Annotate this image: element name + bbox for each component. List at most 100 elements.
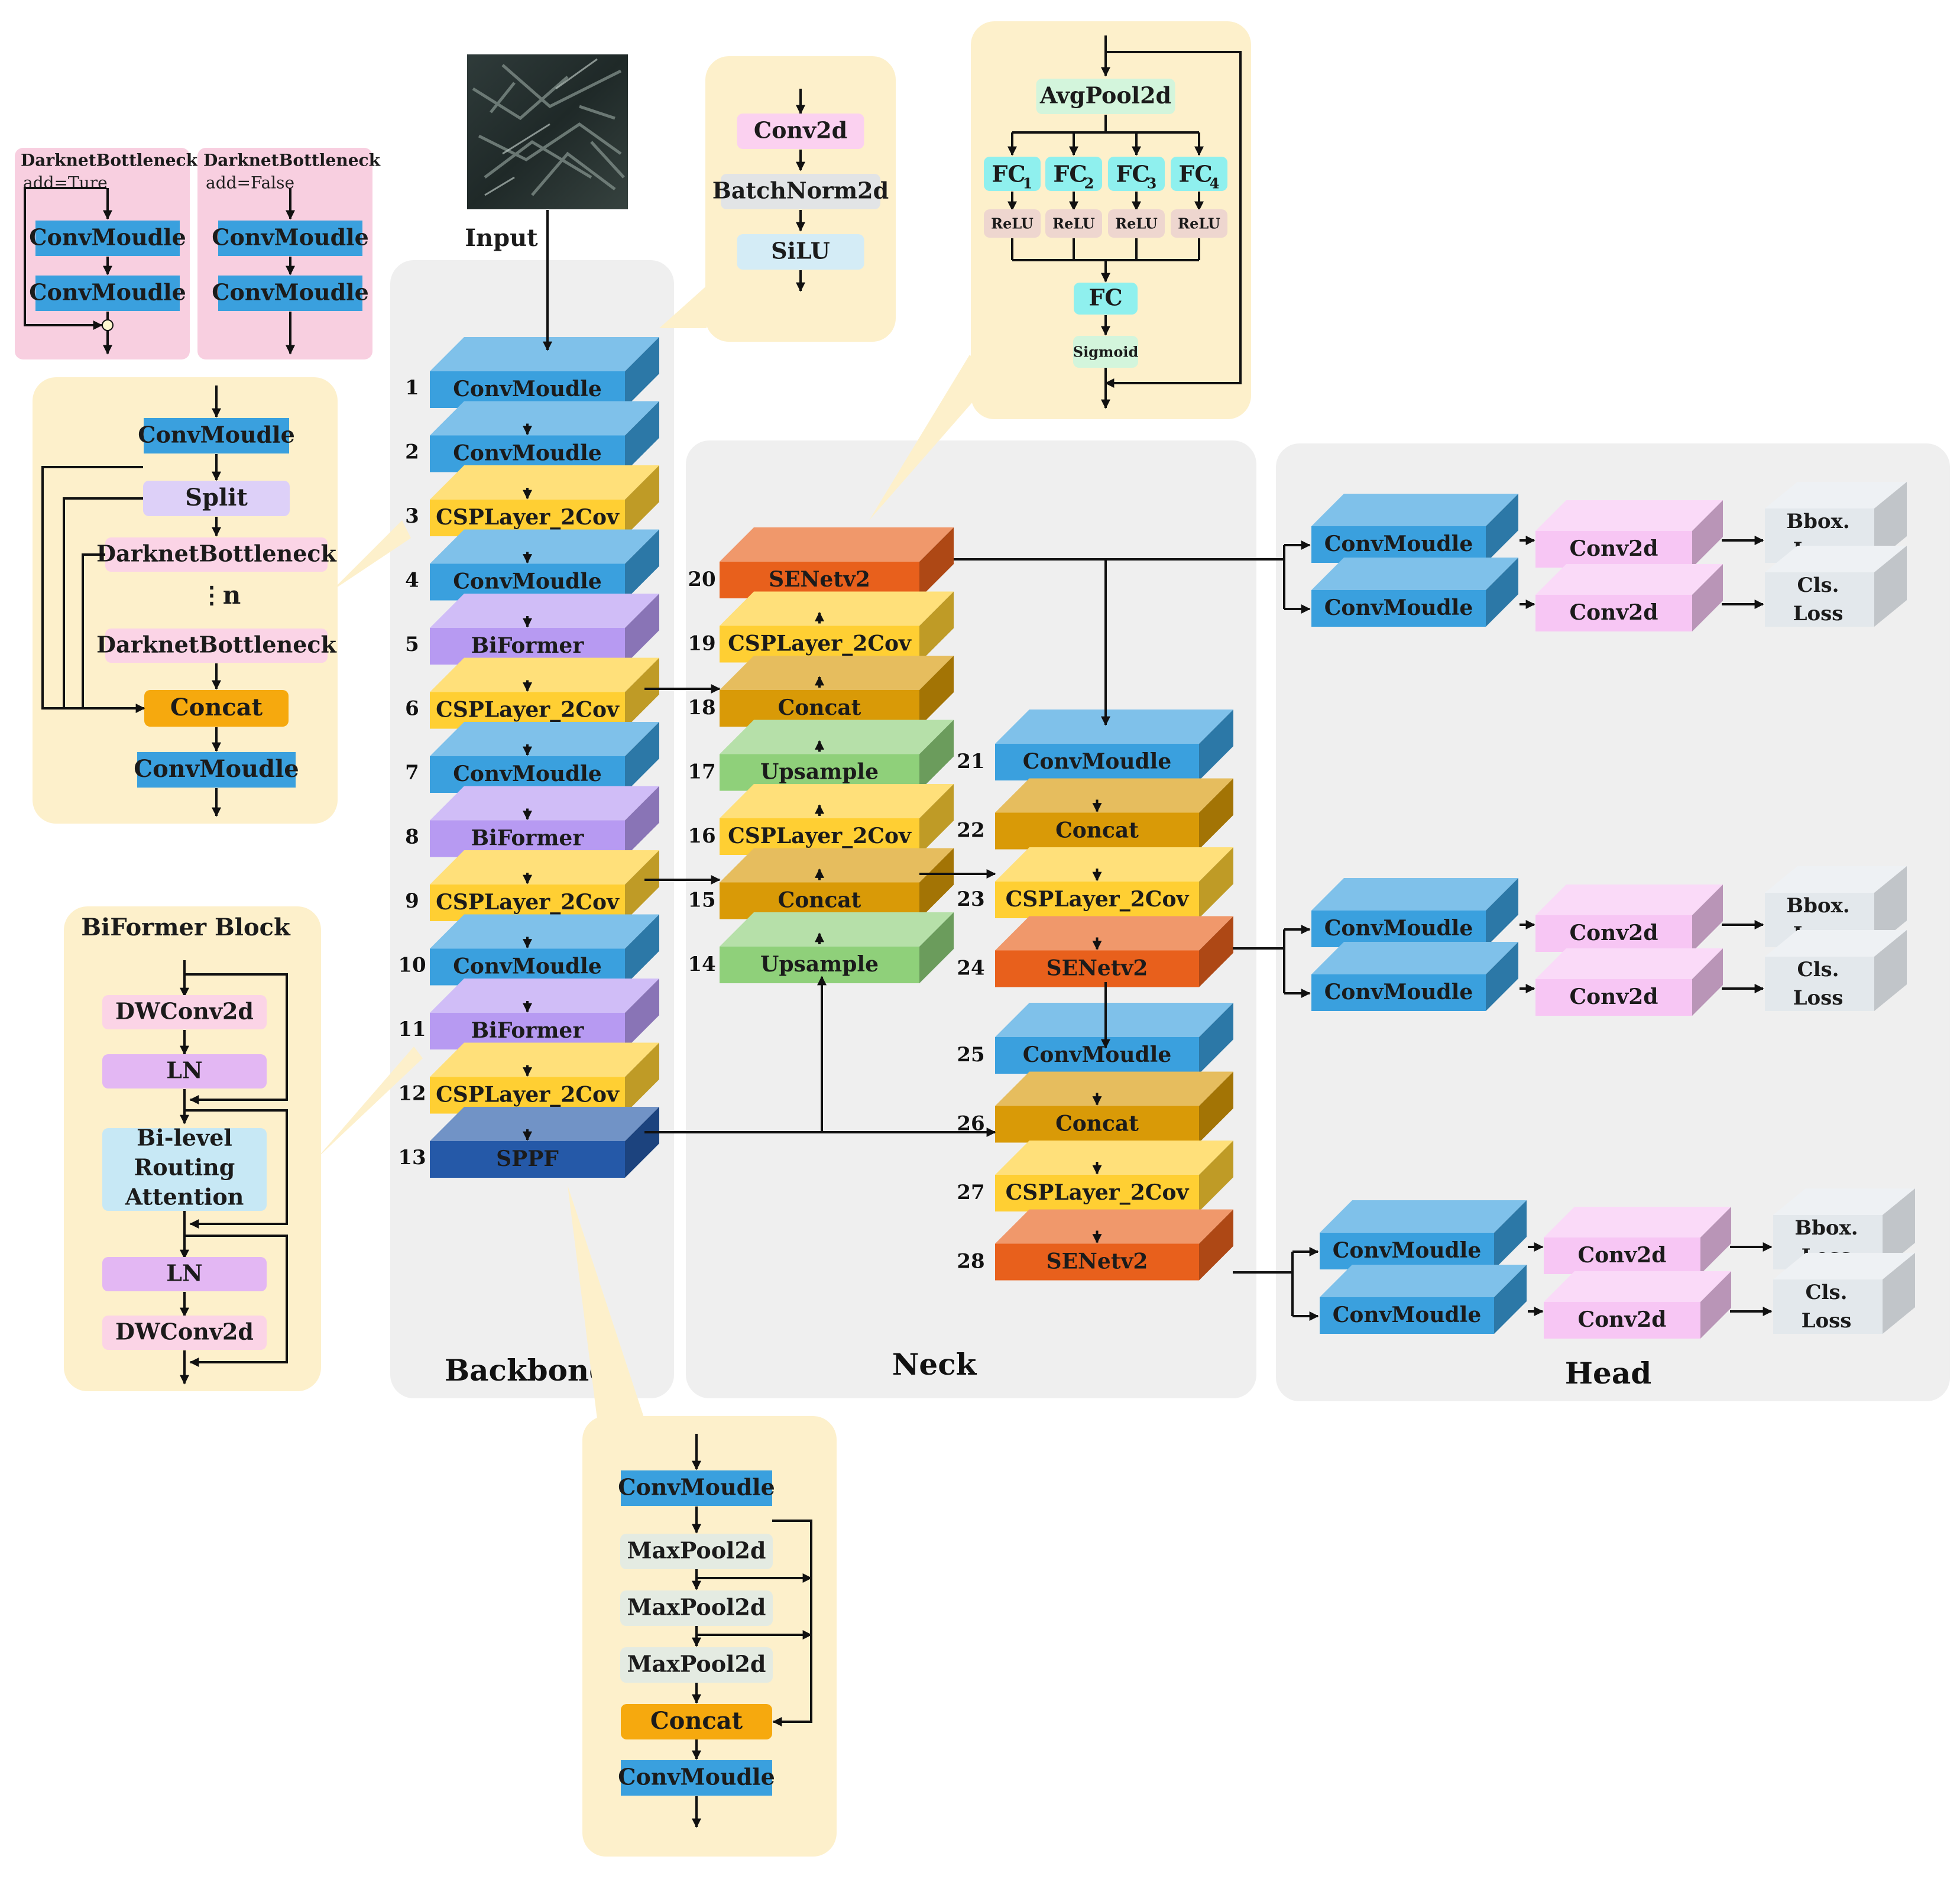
backbone-block-9: CSPLayer_2Cov: [430, 850, 659, 921]
neck-num-15: 15: [688, 889, 715, 912]
csp-ellipsis: ⋮: [200, 581, 223, 609]
biformer-attention-l1: Bi-level: [137, 1125, 232, 1151]
head-loss-1-bbox-line1: Bbox.: [1786, 510, 1849, 533]
senet-fc-3-label: FC: [1116, 161, 1149, 187]
head-loss-1-cls-line2: Loss: [1793, 602, 1844, 626]
backbone-num-11: 11: [398, 1018, 426, 1041]
biformer-ln-2-label: LN: [166, 1260, 202, 1287]
neck-num-14: 14: [688, 953, 715, 976]
head-loss-3-bbox-line1: Bbox.: [1794, 1216, 1858, 1240]
neck-right-block-22: Concat: [995, 778, 1233, 850]
senet-skip: [1104, 51, 1242, 388]
head-conv2d-1-cls-label: Conv2d: [1570, 600, 1658, 625]
csp-skip-a: [41, 466, 145, 713]
biformer-dwconv-2: DWConv2d: [102, 1316, 267, 1350]
backbone-block-7: ConvMoudle: [430, 722, 659, 793]
backbone-block-6: CSPLayer_2Cov: [430, 657, 659, 729]
darknet-false-title: DarknetBottleneck: [203, 151, 381, 170]
biformer-attention: [102, 1128, 267, 1211]
senet-fc-2: FC2: [1045, 157, 1102, 192]
senet-fc-final: FC: [1074, 283, 1138, 315]
conv-detail-box-1-label: BatchNorm2d: [712, 177, 889, 204]
neck-right-block-27-label: CSPLayer_2Cov: [1006, 1180, 1190, 1205]
darknet-false-conv1-label: ConvMoudle: [212, 224, 369, 251]
csp-bottleneck-1-label: DarknetBottleneck: [96, 540, 336, 567]
neck-block-17-label: Upsample: [760, 760, 879, 785]
backbone-block-13: SPPF: [430, 1107, 659, 1178]
neck-right-block-27: CSPLayer_2Cov: [995, 1141, 1233, 1211]
senet-fc-1: FC1: [984, 157, 1041, 192]
head-conv2d-3-bbox: Conv2d: [1544, 1207, 1731, 1274]
sppf-detail-panel: [582, 1416, 837, 1857]
backbone-block-8: BiFormer: [430, 786, 659, 857]
head-loss-2-cls-line1: Cls.: [1797, 958, 1839, 981]
biformer-dwconv-2-label: DWConv2d: [115, 1318, 254, 1345]
head-loss-2-cls: Cls. Loss: [1765, 930, 1907, 1011]
neck-block-18: Concat: [720, 656, 954, 727]
head-conv-2-bbox-label: ConvMoudle: [1324, 916, 1473, 941]
neck-right-num-28: 28: [957, 1250, 984, 1274]
neck-right-block-25-label: ConvMoudle: [1023, 1042, 1172, 1067]
senet-relu-4: ReLU: [1171, 209, 1227, 238]
neck-right-block-23: CSPLayer_2Cov: [995, 847, 1233, 918]
sppf-conv1: ConvMoudle: [618, 1470, 775, 1506]
darknet-true-conv1-label: ConvMoudle: [29, 224, 186, 251]
sppf-conv2-label: ConvMoudle: [618, 1764, 775, 1790]
senet-fc-3-sub: 3: [1147, 175, 1157, 192]
bf-skip-3: [184, 1235, 288, 1367]
senet-avgpool: AvgPool2d: [1036, 79, 1175, 114]
biformer-title: BiFormer Block: [81, 913, 291, 941]
csp-conv1-label: ConvMoudle: [138, 422, 295, 448]
head-conv-1-bbox-label: ConvMoudle: [1324, 532, 1473, 556]
neck-right-block-28-label: SENetv2: [1047, 1249, 1148, 1274]
head-conv2d-3-cls-label: Conv2d: [1578, 1307, 1667, 1332]
neck-num-19: 19: [688, 632, 715, 656]
head-label: Head: [1565, 1356, 1651, 1391]
neck-block-14-label: Upsample: [760, 952, 879, 977]
neck-right-block-24: SENetv2: [995, 916, 1233, 987]
csp-bottleneck-2: DarknetBottleneck: [96, 629, 337, 663]
backbone-block-4: ConvMoudle: [430, 529, 659, 601]
head-conv2d-2-cls-label: Conv2d: [1570, 984, 1658, 1009]
head-conv-1-cls-label: ConvMoudle: [1324, 595, 1473, 620]
senet-fc-2-label: FC: [1053, 161, 1087, 187]
sppf-concat: Concat: [621, 1704, 772, 1739]
csp-bottleneck-2-label: DarknetBottleneck: [96, 631, 336, 658]
backbone-block-7-label: ConvMoudle: [453, 762, 602, 786]
head-conv-3-cls: ConvMoudle: [1320, 1265, 1527, 1334]
head-loss-1-cls-line1: Cls.: [1797, 574, 1839, 597]
senet-sigmoid-label: Sigmoid: [1073, 344, 1139, 361]
neck-block-15-label: Concat: [778, 888, 861, 913]
darknet-true-add: [102, 319, 114, 331]
darknet-true-skip: [24, 187, 106, 330]
neck-right-num-22: 22: [957, 819, 984, 843]
head-conv-3-bbox-label: ConvMoudle: [1333, 1238, 1482, 1263]
senet-fc-2-sub: 2: [1084, 175, 1094, 192]
neck-num-17: 17: [688, 760, 715, 784]
backbone-block-10: ConvMoudle: [430, 914, 659, 986]
neck-block-19-label: CSPLayer_2Cov: [728, 631, 912, 656]
biformer-ln-1-label: LN: [166, 1057, 202, 1084]
backbone-block-13-label: SPPF: [496, 1146, 559, 1171]
darknet-false-sub: add=False: [206, 173, 294, 193]
neck-right-num-24: 24: [957, 957, 984, 980]
sppf-conv2: ConvMoudle: [618, 1760, 775, 1796]
backbone-block-3-label: CSPLayer_2Cov: [436, 505, 620, 530]
neck-right-block-26: Concat: [995, 1071, 1233, 1143]
backbone-block-10-label: ConvMoudle: [453, 954, 602, 979]
neck-num-16: 16: [688, 824, 715, 848]
neck-right-block-25: ConvMoudle: [995, 1003, 1233, 1074]
head-loss-2-cls-line2: Loss: [1793, 986, 1844, 1010]
head-conv-2-cls-label: ConvMoudle: [1324, 980, 1473, 1005]
conv-detail-box-1: BatchNorm2d: [712, 174, 889, 209]
head-loss-1-cls: Cls. Loss: [1765, 546, 1907, 627]
senet-relu-3-label: ReLU: [1115, 215, 1158, 232]
csp-split: Split: [143, 481, 290, 516]
darknet-false-conv1: ConvMoudle: [212, 221, 369, 256]
csp-n: n: [223, 581, 241, 610]
backbone-block-3: CSPLayer_2Cov: [430, 465, 659, 536]
senet-relu-3: ReLU: [1108, 209, 1165, 238]
neck-num-18: 18: [688, 696, 715, 720]
backbone-num-3: 3: [405, 504, 419, 528]
